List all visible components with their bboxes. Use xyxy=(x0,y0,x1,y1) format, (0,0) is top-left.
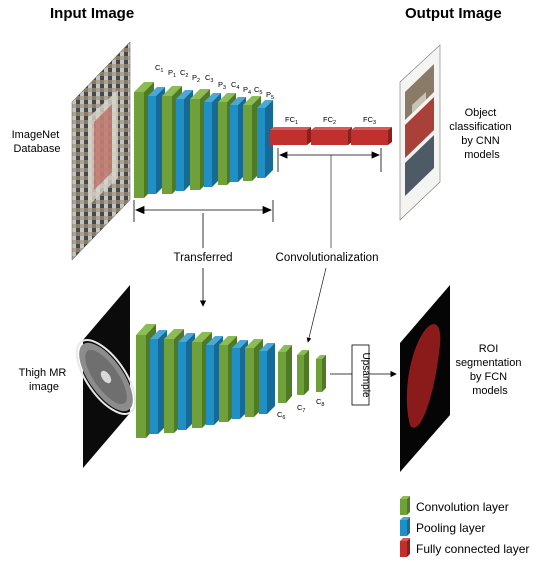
fc-label-2: FC2 xyxy=(323,115,336,126)
transferred-label: Transferred xyxy=(173,252,232,264)
upsample-box xyxy=(351,344,370,406)
layer-label-c7: C7 xyxy=(297,403,305,414)
thigh-mr-label: Thigh MR image xyxy=(19,367,70,393)
layer-label-c4: C4 xyxy=(231,80,239,91)
legend-conv-swatch xyxy=(400,496,410,515)
roi-segmentation-output-image xyxy=(400,285,450,472)
layer-label-c6: C6 xyxy=(277,410,285,421)
legend: Convolution layer Pooling layer Fully co… xyxy=(400,496,529,557)
input-image-header: Input Image xyxy=(50,5,134,22)
fc-label-3: FC3 xyxy=(363,115,376,126)
conv-layer-c8 xyxy=(316,355,326,392)
top-pool-layer-p5 xyxy=(257,100,273,178)
fc-bracket xyxy=(277,148,382,172)
layer-label-p2: P2 xyxy=(192,73,200,84)
imagenet-label: ImageNet Database xyxy=(12,129,63,155)
layer-label-c5: C5 xyxy=(254,85,262,96)
layer-label-c1: C1 xyxy=(155,63,163,74)
imagenet-input-image xyxy=(71,41,131,261)
classification-label: Object classification by CNN models xyxy=(449,107,514,161)
thigh-mr-input-image xyxy=(75,285,137,468)
fc-layer-1 xyxy=(270,127,311,145)
output-image-header: Output Image xyxy=(405,5,502,22)
fc-layer-2 xyxy=(311,127,352,145)
layer-label-p1: P1 xyxy=(168,68,176,79)
legend-fc-label: Fully connected layer xyxy=(416,542,529,556)
layer-label-c2: C2 xyxy=(180,68,188,79)
fc-layer-3 xyxy=(351,127,392,145)
fc-label-1: FC1 xyxy=(285,115,298,126)
layer-label-c3: C3 xyxy=(205,73,213,84)
legend-conv-label: Convolution layer xyxy=(416,500,509,514)
legend-fc-swatch xyxy=(400,538,410,557)
layer-label-p3: P3 xyxy=(218,80,226,91)
layer-label-p5: P5 xyxy=(266,90,274,101)
layer-label-c8: C8 xyxy=(316,397,324,408)
layer-label-p4: P4 xyxy=(243,85,251,96)
classification-output-image xyxy=(399,44,441,221)
conv-layer-c6 xyxy=(278,345,292,403)
legend-pool-label: Pooling layer xyxy=(416,521,485,535)
cnn-bracket xyxy=(133,200,274,222)
segmentation-label: ROI segmentation by FCN models xyxy=(455,343,524,397)
conv-layer-c7 xyxy=(297,350,309,395)
legend-pool-swatch xyxy=(400,517,410,536)
bottom-pool-layer-5 xyxy=(259,343,275,414)
upsample-label: Upsample xyxy=(360,352,371,397)
convolutionalization-label: Convolutionalization xyxy=(276,252,379,264)
convolutionalization-arrow xyxy=(306,267,327,343)
